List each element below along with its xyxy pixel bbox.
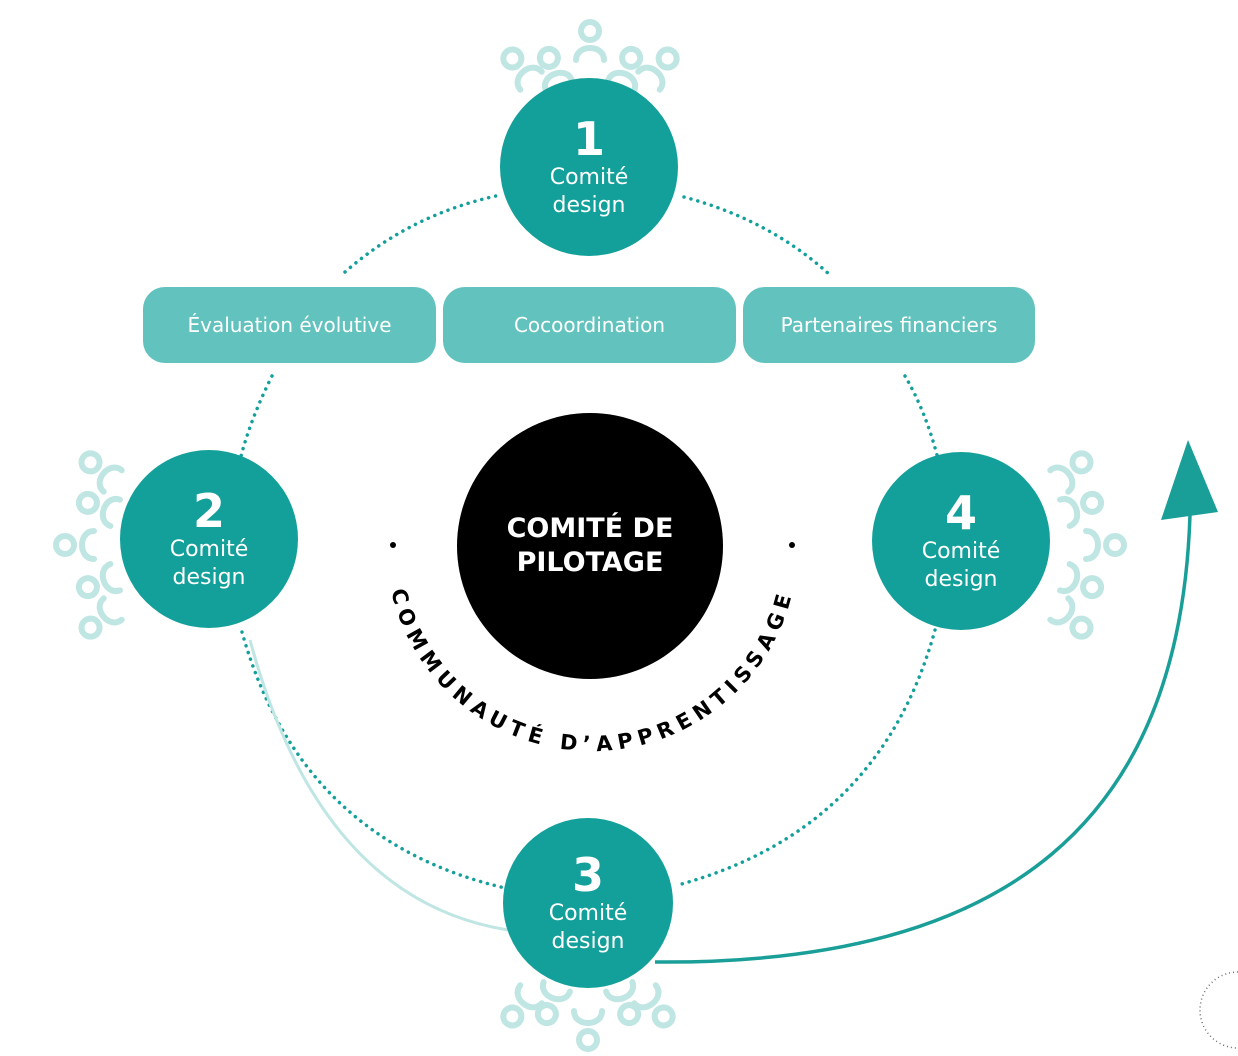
- steering-committee-circle: COMITÉ DE PILOTAGE: [457, 413, 723, 679]
- arc-dot: [390, 542, 396, 548]
- people-group-icon: [496, 982, 680, 1049]
- dotted-circle-icon: [1199, 971, 1238, 1049]
- cycle-arrow-icon: [248, 440, 1218, 964]
- dotted-ring: [238, 194, 939, 890]
- committee-label: Comité design: [549, 165, 629, 218]
- committee-label: Comité design: [921, 539, 1001, 592]
- arc-dot: [789, 542, 795, 548]
- pill-label: Cocoordination: [513, 313, 666, 337]
- committee-label: Comité design: [548, 901, 628, 954]
- committee-number: 3: [571, 848, 604, 902]
- committee-node-2: 2 Comité design: [120, 450, 298, 628]
- committee-node-1: 1 Comité design: [500, 78, 678, 256]
- committee-node-3: 3 Comité design: [503, 818, 673, 988]
- pill-cocoordination: Cocoordination: [443, 287, 736, 363]
- pill-label: Partenaires financiers: [780, 313, 998, 337]
- people-group-icon: [1050, 446, 1124, 644]
- committee-node-4: 4 Comité design: [872, 452, 1050, 630]
- people-group-icon: [56, 446, 122, 644]
- committee-label: Comité design: [169, 537, 249, 590]
- pill-evaluation-evolutive: Évaluation évolutive: [143, 287, 436, 363]
- committee-number: 4: [944, 486, 977, 540]
- steering-committee-title: COMITÉ DE PILOTAGE: [506, 513, 674, 578]
- pill-partenaires-financiers: Partenaires financiers: [743, 287, 1035, 363]
- committee-number: 2: [192, 484, 225, 538]
- committee-number: 1: [572, 112, 605, 166]
- pill-label: Évaluation évolutive: [187, 313, 392, 337]
